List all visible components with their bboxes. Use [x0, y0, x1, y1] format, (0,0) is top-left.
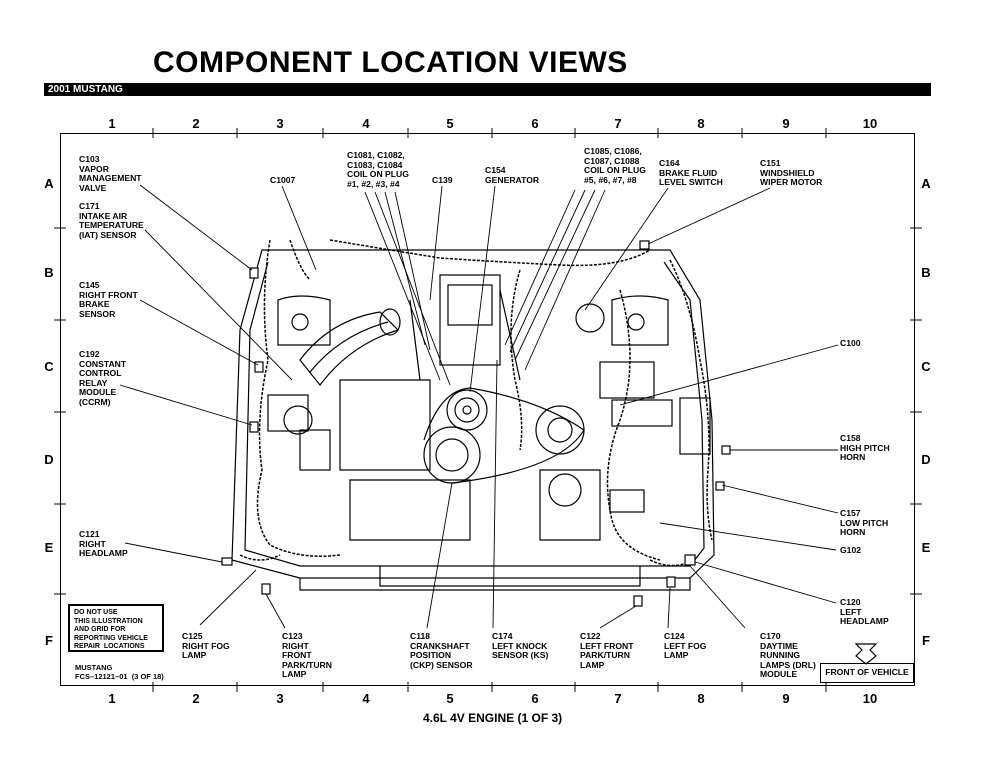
- label-c158: C158 HIGH PITCH HORN: [840, 433, 890, 463]
- label-c124: C124 LEFT FOG LAMP: [664, 631, 707, 661]
- grid-col-top-3: 3: [276, 116, 284, 131]
- grid-col-top-6: 6: [531, 116, 539, 131]
- page-title: COMPONENT LOCATION VIEWS: [153, 46, 628, 79]
- leader-lines: [119, 184, 839, 629]
- grid-col-top-8: 8: [697, 116, 705, 131]
- grid-row-left-a: A: [44, 176, 54, 191]
- grid-col-top-7: 7: [614, 116, 622, 131]
- grid-row-right-a: A: [921, 176, 931, 191]
- generator-pulleys: [423, 387, 585, 484]
- label-c122: C122 LEFT FRONT PARK/TURN LAMP: [580, 631, 634, 670]
- label-c171: C171 INTAKE AIR TEMPERATURE (IAT) SENSOR: [79, 201, 144, 240]
- label-c151: C151 WINDSHIELD WIPER MOTOR: [760, 158, 823, 188]
- grid-col-bottom-1: 1: [108, 691, 116, 706]
- right-side-components: [575, 303, 711, 513]
- grid-col-top-1: 1: [108, 116, 116, 131]
- connectors: [221, 240, 731, 607]
- air-intake-tube: [299, 308, 401, 386]
- label-c125: C125 RIGHT FOG LAMP: [182, 631, 230, 661]
- grid-col-top-10: 10: [862, 116, 878, 131]
- label-c174: C174 LEFT KNOCK SENSOR (KS): [492, 631, 549, 661]
- grid-row-right-c: C: [921, 359, 931, 374]
- grid-row-right-e: E: [921, 540, 931, 555]
- grid-col-bottom-10: 10: [862, 691, 878, 706]
- grid-col-top-5: 5: [446, 116, 454, 131]
- grid-col-bottom-3: 3: [276, 691, 284, 706]
- grid-col-bottom-9: 9: [782, 691, 790, 706]
- grid-row-right-b: B: [921, 265, 931, 280]
- repair-location-notice: DO NOT USE THIS ILLUSTRATION AND GRID FO…: [68, 604, 164, 652]
- grid-col-bottom-6: 6: [531, 691, 539, 706]
- grid-col-bottom-4: 4: [362, 691, 370, 706]
- label-c100: C100: [840, 338, 861, 348]
- label-c103: C103 VAPOR MANAGEMENT VALVE: [79, 154, 142, 193]
- grid-row-left-d: D: [44, 452, 54, 467]
- grid-row-left-e: E: [44, 540, 54, 555]
- strut-towers: [277, 295, 669, 346]
- diagram-frame: [60, 133, 915, 686]
- diagram-subtitle: 4.6L 4V ENGINE (1 OF 3): [423, 711, 563, 725]
- label-c123: C123 RIGHT FRONT PARK/TURN LAMP: [282, 631, 332, 680]
- front-of-vehicle-label: FRONT OF VEHICLE: [820, 663, 914, 683]
- label-c164: C164 BRAKE FLUID LEVEL SWITCH: [659, 158, 723, 188]
- label-c1085-c1088: C1085, C1086, C1087, C1088 COIL ON PLUG …: [584, 146, 646, 185]
- grid-row-left-f: F: [45, 633, 53, 648]
- grid-col-bottom-5: 5: [446, 691, 454, 706]
- label-c157: C157 LOW PITCH HORN: [840, 508, 889, 538]
- grid-col-bottom-2: 2: [192, 691, 200, 706]
- vehicle-bar-label: 2001 MUSTANG: [48, 84, 123, 95]
- grid-row-left-c: C: [44, 359, 54, 374]
- label-c118: C118 CRANKSHAFT POSITION (CKP) SENSOR: [410, 631, 473, 670]
- grid-row-right-f: F: [922, 633, 930, 648]
- grid-col-top-9: 9: [782, 116, 790, 131]
- grid-col-top-2: 2: [192, 116, 200, 131]
- label-c1007: C1007: [270, 175, 296, 185]
- grid-ticks: [54, 128, 922, 692]
- label-g102: G102: [840, 545, 862, 555]
- vehicle-bar: 2001 MUSTANG: [44, 83, 931, 96]
- front-of-vehicle-arrow: [854, 643, 878, 665]
- grid-row-right-d: D: [921, 452, 931, 467]
- label-c154: C154 GENERATOR: [485, 165, 540, 185]
- left-side-components: [267, 394, 331, 471]
- document-reference: MUSTANG FCS–12121–01 (3 OF 18): [75, 663, 164, 681]
- label-c120: C120 LEFT HEADLAMP: [840, 597, 889, 627]
- label-c121: C121 RIGHT HEADLAMP: [79, 529, 128, 559]
- label-c1081-c1084: C1081, C1082, C1083, C1084 COIL ON PLUG …: [347, 150, 409, 189]
- grid-row-left-b: B: [44, 265, 54, 280]
- label-c170: C170 DAYTIME RUNNING LAMPS (DRL) MODULE: [760, 631, 816, 680]
- label-c192: C192 CONSTANT CONTROL RELAY MODULE (CCRM…: [79, 349, 127, 407]
- grid-col-top-4: 4: [362, 116, 370, 131]
- label-c139: C139: [432, 175, 453, 185]
- label-c145: C145 RIGHT FRONT BRAKE SENSOR: [79, 280, 138, 319]
- grid-col-bottom-7: 7: [614, 691, 622, 706]
- grid-col-bottom-8: 8: [697, 691, 705, 706]
